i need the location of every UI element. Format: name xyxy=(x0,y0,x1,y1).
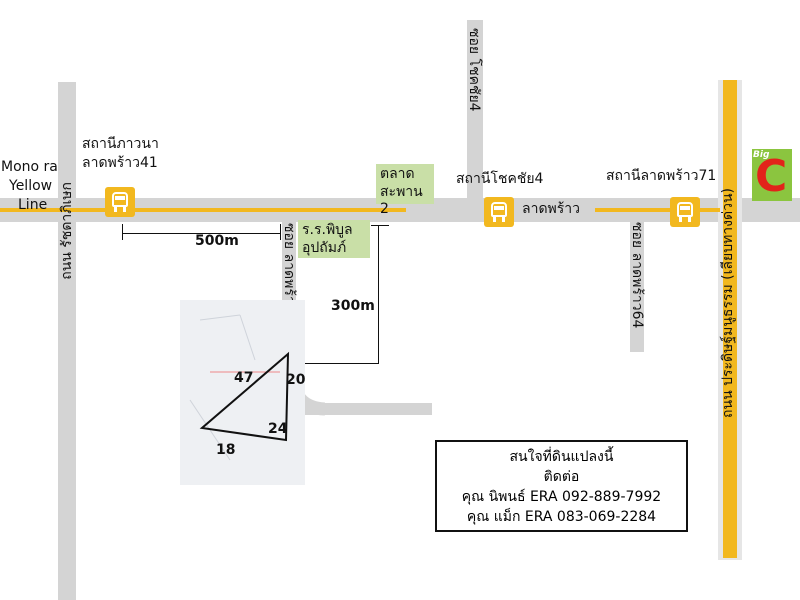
plot-number-47: 47 xyxy=(234,370,254,386)
bigc-big-text: Big xyxy=(753,150,770,160)
monorail-yellow-line xyxy=(0,208,406,212)
soi-laphrao64-label: ซอย ลาดพร้าว64 xyxy=(628,222,645,329)
monorail-label-2: Yellow xyxy=(9,178,53,194)
land-plot-outline xyxy=(189,314,290,461)
plot-number-24: 24 xyxy=(268,421,288,437)
distance-500-line xyxy=(122,233,281,234)
side-road-bottom xyxy=(300,403,432,415)
distance-300-bottom xyxy=(297,363,379,364)
soi-chokchai4-label: ซอย โชคชัย4 xyxy=(465,28,482,112)
plot-number-20: 20 xyxy=(286,372,306,388)
market-line2: สะพาน 2 xyxy=(380,183,423,218)
distance-300-label: 300m xyxy=(331,298,375,314)
station-label-phawana-2: ลาดพร้าว41 xyxy=(82,155,158,171)
soi-chokchai4-road xyxy=(467,20,483,200)
distance-500-tick-left xyxy=(122,224,123,240)
station-label-laphrao71: สถานีลาดพร้าว71 xyxy=(606,168,717,184)
distance-300-top xyxy=(371,225,389,226)
distance-300-vertical xyxy=(378,225,379,364)
contact-line2: ติดต่อ xyxy=(543,469,580,485)
ratchada-road xyxy=(58,82,76,600)
school-line1: ร.ร.พิบูล xyxy=(302,222,353,238)
monorail-yellow-vertical xyxy=(723,80,737,558)
contact-box: สนใจที่ดินแปลงนี้ ติดต่อ คุณ นิพนธ์ ERA … xyxy=(435,440,688,532)
station-icon-laphrao71 xyxy=(670,197,700,227)
contact-line1: สนใจที่ดินแปลงนี้ xyxy=(509,449,614,465)
left-road-label: ถนน รัชดาภิเษก xyxy=(59,182,75,280)
station-icon-phawana xyxy=(105,187,135,217)
plot-number-18: 18 xyxy=(216,442,236,458)
market-label: ตลาด สะพาน 2 xyxy=(376,164,434,217)
contact-line3: คุณ นิพนธ์ ERA 092-889-7992 xyxy=(461,489,662,505)
station-icon-chokchai4 xyxy=(484,197,514,227)
market-line1: ตลาด xyxy=(380,166,415,182)
school-label: ร.ร.พิบูล อุปถัมภ์ xyxy=(298,220,370,258)
distance-500-label: 500m xyxy=(195,233,239,249)
bigc-c-letter: C xyxy=(755,151,788,202)
main-road-label: ลาดพร้าว xyxy=(520,201,583,218)
right-road-label: ถนน ประดิษฐ์มนูธรรม (เลียบทางด่วน) xyxy=(720,188,736,418)
monorail-yellow-line-east xyxy=(595,208,720,212)
station-label-phawana-1: สถานีภาวนา xyxy=(82,136,159,152)
contact-line4: คุณ แม็ก ERA 083-069-2284 xyxy=(466,509,657,525)
monorail-label-1: Mono ra xyxy=(1,159,58,175)
bigc-logo: C Big xyxy=(752,149,792,201)
distance-500-tick-right xyxy=(280,224,281,240)
monorail-label-3: Line xyxy=(18,197,48,213)
soi-laphrao64-road xyxy=(630,220,644,352)
station-label-chokchai4: สถานีโชคชัย4 xyxy=(456,171,544,187)
school-line2: อุปถัมภ์ xyxy=(302,239,347,256)
